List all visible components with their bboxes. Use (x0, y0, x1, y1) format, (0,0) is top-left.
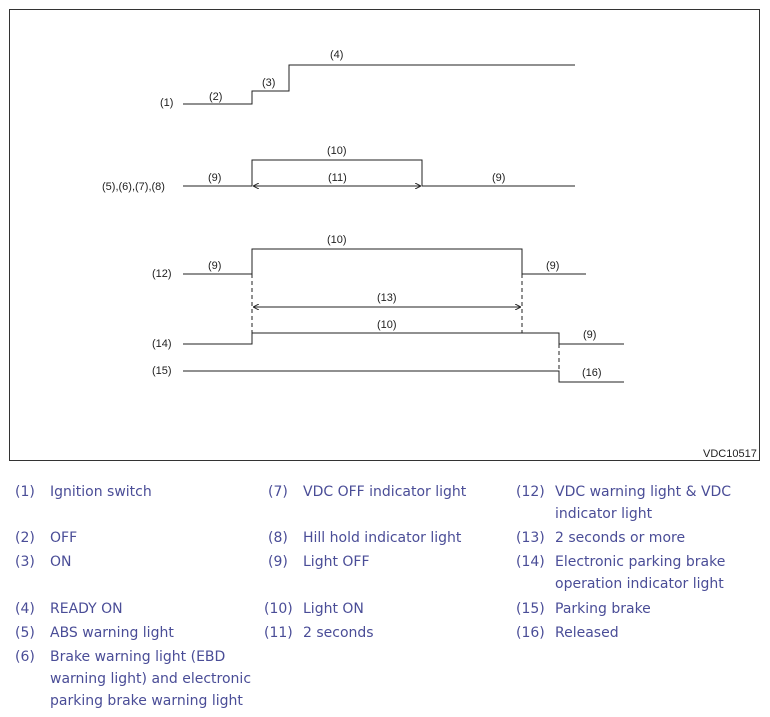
legend-number: (15) (516, 601, 545, 617)
legend-item: (6) Brake warning light (EBD warning lig… (15, 646, 255, 712)
legend-text: READY ON (50, 601, 123, 617)
legend-number: (1) (15, 484, 35, 500)
legend-number: (10) (264, 601, 293, 617)
signal-15-label: (15) (152, 365, 172, 377)
legend-item: (13) 2 seconds or more (516, 527, 756, 549)
state-on-label: (3) (262, 77, 275, 89)
state-light-off-label: (9) (492, 172, 505, 184)
legend-text: Hill hold indicator light (303, 530, 462, 546)
legend-item: (5) ABS warning light (15, 622, 245, 644)
state-light-off-label: (9) (208, 260, 221, 272)
signal-5-8-waveform (183, 159, 575, 186)
legend-text: 2 seconds (303, 625, 374, 641)
legend-number: (5) (15, 625, 35, 641)
legend-text: VDC warning light & VDC indicator light (555, 484, 732, 522)
state-light-off-label: (9) (546, 260, 559, 272)
state-released-label: (16) (582, 367, 602, 379)
legend-item: (11) 2 seconds (264, 622, 498, 644)
legend-item: (12) VDC warning light & VDC indicator l… (516, 481, 756, 525)
legend-text: ON (50, 554, 72, 570)
signal-12-waveform (183, 248, 586, 275)
state-light-on-label: (10) (377, 319, 397, 331)
legend-number: (11) (264, 625, 293, 641)
state-light-off-label: (9) (208, 172, 221, 184)
legend-item: (14) Electronic parking brake operation … (516, 551, 756, 595)
legend-number: (4) (15, 601, 35, 617)
signal-1-waveform (183, 64, 575, 105)
legend-number: (2) (15, 530, 35, 546)
legend-number: (14) (516, 554, 545, 570)
duration-2s-label: (11) (328, 172, 347, 184)
legend-number: (8) (268, 530, 288, 546)
legend-number: (13) (516, 530, 545, 546)
legend-item: (10) Light ON (264, 598, 498, 620)
legend-text: Light OFF (303, 554, 370, 570)
legend-text: Parking brake (555, 601, 651, 617)
signal-5-8-label: (5),(6),(7),(8) (102, 181, 165, 193)
state-light-on-label: (10) (327, 234, 347, 246)
legend-text: Electronic parking brake operation indic… (555, 554, 726, 592)
legend-item: (1) Ignition switch (15, 481, 245, 503)
figure-code: VDC10517 (703, 448, 757, 460)
state-light-on-label: (10) (327, 145, 347, 157)
legend-number: (7) (268, 484, 288, 500)
duration-2s-or-more-label: (13) (377, 292, 397, 304)
state-light-off-label: (9) (583, 329, 596, 341)
legend-text: Ignition switch (50, 484, 152, 500)
legend-item: (16) Released (516, 622, 756, 644)
timing-diagram: (1) (2) (3) (4) (5),(6),(7),(8) (9) (10)… (9, 9, 760, 461)
timing-diagram-canvas: (1) (2) (3) (4) (5),(6),(7),(8) (9) (10)… (102, 49, 757, 460)
legend-item: (15) Parking brake (516, 598, 756, 620)
legend-item: (7) VDC OFF indicator light (268, 481, 498, 503)
legend-item: (8) Hill hold indicator light (268, 527, 498, 549)
legend-number: (6) (15, 649, 35, 665)
state-ready-label: (4) (330, 49, 343, 61)
signal-1-label: (1) (160, 97, 173, 109)
legend-item: (3) ON (15, 551, 245, 573)
legend-text: ABS warning light (50, 625, 174, 641)
signal-15-waveform (183, 370, 624, 383)
legend-item: (2) OFF (15, 527, 245, 549)
legend-number: (16) (516, 625, 545, 641)
signal-14-label: (14) (152, 338, 172, 350)
legend-number: (3) (15, 554, 35, 570)
legend-number: (12) (516, 484, 545, 500)
legend-text: VDC OFF indicator light (303, 484, 467, 500)
legend-item: (4) READY ON (15, 598, 245, 620)
signal-14-waveform (183, 332, 624, 345)
legend-number: (9) (268, 554, 288, 570)
state-off-label: (2) (209, 91, 222, 103)
legend-text: Brake warning light (EBD warning light) … (50, 649, 252, 709)
legend-text: 2 seconds or more (555, 530, 686, 546)
legend-text: Released (555, 625, 619, 641)
legend-text: OFF (50, 530, 78, 546)
legend-item: (9) Light OFF (268, 551, 498, 573)
signal-12-label: (12) (152, 268, 172, 280)
legend-text: Light ON (303, 601, 364, 617)
